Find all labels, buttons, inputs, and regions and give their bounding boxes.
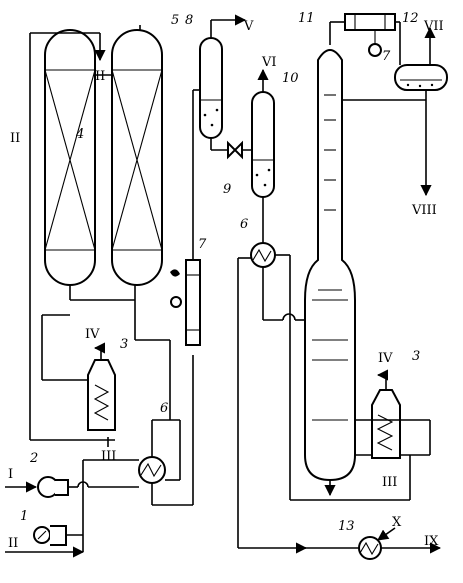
stream-II-left: II xyxy=(10,131,20,146)
label-compressor-1: 1 xyxy=(20,509,28,524)
separator-8 xyxy=(199,14,247,151)
label-reactor-5: 5 xyxy=(171,13,179,28)
equipment-labels: 4 5 8 9 10 11 12 7 7 6 6 3 3 2 1 13 xyxy=(20,11,420,534)
reactor-right xyxy=(111,29,163,286)
label-hx-6-left: 6 xyxy=(160,401,168,416)
stream-X: X xyxy=(392,515,402,530)
distillation-column-11 xyxy=(304,49,356,482)
label-hx-13: 13 xyxy=(338,519,355,534)
label-furnace-3-right: 3 xyxy=(412,349,420,364)
stream-V: V xyxy=(243,19,254,34)
cooler-7-vertical xyxy=(170,89,201,346)
label-hx-6-right: 6 xyxy=(240,217,248,232)
stream-IV-left: IV xyxy=(85,327,100,342)
label-separator-10: 10 xyxy=(282,71,299,86)
separator-10 xyxy=(251,68,275,243)
reactor-left xyxy=(44,29,96,286)
heat-exchanger-13 xyxy=(238,527,442,560)
stream-I: I xyxy=(8,467,13,482)
stream-VIII: VIII xyxy=(411,203,437,218)
label-separator-8: 8 xyxy=(185,13,193,28)
label-cooler-7-top: 7 xyxy=(382,49,391,64)
furnace-right xyxy=(355,369,431,459)
stream-labels: I II II II III III IV IV V VI VII VIII I… xyxy=(8,19,444,551)
stream-IV-right: IV xyxy=(378,351,393,366)
compressor-1 xyxy=(33,525,67,546)
label-valve-9: 9 xyxy=(223,182,231,197)
furnace-left xyxy=(87,342,116,447)
left-piping xyxy=(5,33,194,558)
label-column-11: 11 xyxy=(298,11,315,26)
cooler-7-top xyxy=(344,13,401,65)
stream-III-right: III xyxy=(382,475,397,490)
heat-exchanger-right xyxy=(237,242,305,548)
label-furnace-3-left: 3 xyxy=(120,337,128,352)
stream-II-top: II xyxy=(95,69,105,84)
reactor-piping xyxy=(30,25,141,301)
stream-III-left: III xyxy=(101,449,116,464)
stream-II-bottom: II xyxy=(8,536,18,551)
receiver-12 xyxy=(394,26,448,197)
label-reactor-4: 4 xyxy=(75,127,84,142)
label-receiver-12: 12 xyxy=(402,11,419,26)
label-cooler-7: 7 xyxy=(198,237,207,252)
pump-2 xyxy=(37,476,69,498)
stream-VI: VI xyxy=(261,55,277,70)
stream-VII: VII xyxy=(423,19,444,34)
label-pump-2: 2 xyxy=(29,451,38,466)
stream-IX: IX xyxy=(424,534,439,549)
column-piping xyxy=(290,21,426,501)
heat-exchanger-left xyxy=(138,456,166,484)
